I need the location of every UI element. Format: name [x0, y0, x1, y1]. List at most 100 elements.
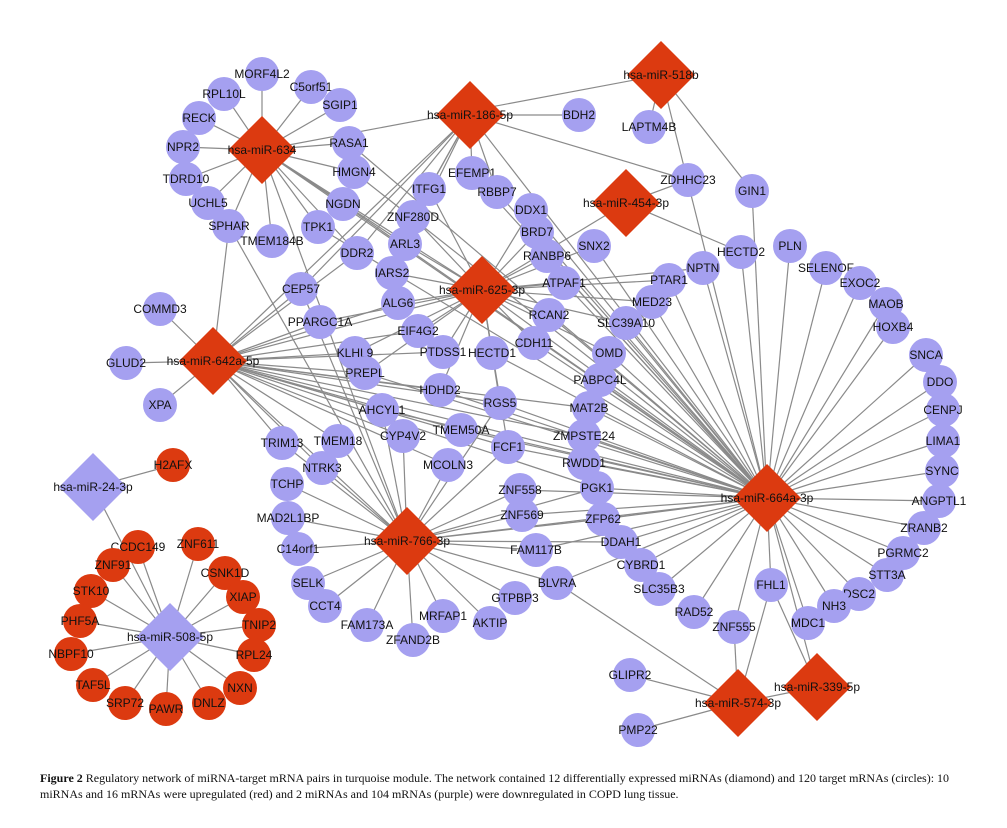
mrna-node-zmpste24[interactable]: ZMPSTE24: [553, 419, 615, 453]
mrna-node-hectd2[interactable]: HECTD2: [717, 235, 765, 269]
mrna-node-mat2b[interactable]: MAT2B: [569, 391, 609, 425]
mrna-node-znf611[interactable]: ZNF611: [177, 527, 220, 561]
mrna-node-omd[interactable]: OMD: [592, 336, 626, 370]
mrna-node-pabpc4l[interactable]: PABPC4L: [573, 363, 627, 397]
mrna-node-zfand2b[interactable]: ZFAND2B: [386, 623, 440, 657]
mrna-node-nbpf10[interactable]: NBPF10: [48, 637, 94, 671]
mrna-node-mad2l1bp[interactable]: MAD2L1BP: [257, 501, 320, 535]
mrna-node-ngdn[interactable]: NGDN: [325, 187, 361, 221]
mrna-node-lima1[interactable]: LIMA1: [926, 424, 961, 458]
mrna-node-cybrd1[interactable]: CYBRD1: [617, 548, 666, 582]
mrna-node-rbbp7[interactable]: RBBP7: [477, 175, 517, 209]
mrna-node-commd3[interactable]: COMMD3: [133, 292, 187, 326]
mrna-node-reck[interactable]: RECK: [182, 101, 216, 135]
mrna-node-glipr2[interactable]: GLIPR2: [609, 658, 652, 692]
mrna-node-npr2[interactable]: NPR2: [166, 130, 200, 164]
mrna-node-zfp62[interactable]: ZFP62: [585, 502, 621, 536]
mrna-node-ddo[interactable]: DDO: [923, 365, 957, 399]
mrna-node-alg6[interactable]: ALG6: [381, 286, 415, 320]
mrna-node-snca[interactable]: SNCA: [909, 338, 943, 372]
mrna-node-tdrd10[interactable]: TDRD10: [163, 162, 210, 196]
mrna-node-angptl1[interactable]: ANGPTL1: [912, 484, 967, 518]
mrna-node-znf280d[interactable]: ZNF280D: [387, 200, 439, 234]
mrna-node-mcoln3[interactable]: MCOLN3: [423, 448, 473, 482]
mrna-node-sync[interactable]: SYNC: [925, 454, 959, 488]
mrna-node-hdhd2[interactable]: HDHD2: [419, 373, 461, 407]
mrna-node-tmem50a[interactable]: TMEM50A: [433, 413, 490, 447]
mrna-node-ptdss1[interactable]: PTDSS1: [420, 335, 467, 369]
mrna-node-aktip[interactable]: AKTIP: [473, 606, 508, 640]
mrna-node-pawr[interactable]: PAWR: [149, 692, 184, 726]
mrna-node-cdh11[interactable]: CDH11: [515, 326, 554, 360]
mrna-node-exoc2[interactable]: EXOC2: [840, 266, 881, 300]
mrna-node-pln[interactable]: PLN: [773, 229, 807, 263]
mrna-node-csnk1d[interactable]: CSNK1D: [201, 556, 250, 590]
mirna-node-hsa-mir-625-3p[interactable]: hsa-miR-625-3p: [439, 256, 525, 324]
mrna-node-fam173a[interactable]: FAM173A: [341, 608, 394, 642]
mrna-node-tmem18[interactable]: TMEM18: [314, 424, 363, 458]
mirna-node-hsa-mir-454-3p[interactable]: hsa-miR-454-3p: [583, 169, 669, 237]
mrna-node-uchl5[interactable]: UCHL5: [188, 186, 228, 220]
mrna-node-ccdc149[interactable]: CCDC149: [111, 530, 166, 564]
mrna-node-gtpbp3[interactable]: GTPBP3: [491, 581, 539, 615]
mrna-node-h2afx[interactable]: H2AFX: [154, 448, 193, 482]
mrna-node-c5orf51[interactable]: C5orf51: [290, 70, 333, 104]
mrna-node-cyp4v2[interactable]: CYP4V2: [380, 419, 426, 453]
mrna-node-mrfap1[interactable]: MRFAP1: [419, 599, 467, 633]
mirna-node-hsa-mir-574-3p[interactable]: hsa-miR-574-3p: [695, 669, 781, 737]
mrna-node-stk10[interactable]: STK10: [73, 574, 110, 608]
mirna-node-hsa-mir-339-5p[interactable]: hsa-miR-339-5p: [774, 653, 860, 721]
mrna-node-srp72[interactable]: SRP72: [106, 686, 144, 720]
mrna-node-rasa1[interactable]: RASA1: [329, 126, 369, 160]
mrna-node-rgs5[interactable]: RGS5: [483, 386, 517, 420]
mrna-node-sgip1[interactable]: SGIP1: [322, 88, 358, 122]
mrna-node-ddah1[interactable]: DDAH1: [601, 525, 642, 559]
mirna-node-hsa-mir-766-3p[interactable]: hsa-miR-766-3p: [364, 507, 450, 575]
mrna-node-fcf1[interactable]: FCF1: [491, 430, 525, 464]
mrna-node-tnip2[interactable]: TNIP2: [242, 608, 276, 642]
mrna-node-selk[interactable]: SELK: [291, 566, 325, 600]
mrna-node-cenpj[interactable]: CENPJ: [923, 393, 963, 427]
mrna-node-mdc1[interactable]: MDC1: [791, 606, 825, 640]
mrna-node-rwdd1[interactable]: RWDD1: [562, 446, 606, 480]
mrna-node-itfg1[interactable]: ITFG1: [412, 172, 446, 206]
mrna-node-znf558[interactable]: ZNF558: [498, 473, 542, 507]
mrna-node-bdh2[interactable]: BDH2: [562, 98, 596, 132]
mrna-node-zranb2[interactable]: ZRANB2: [900, 511, 948, 545]
mrna-node-fhl1[interactable]: FHL1: [754, 568, 788, 602]
mirna-node-hsa-mir-508-5p[interactable]: hsa-miR-508-5p: [127, 603, 213, 671]
mrna-node-slc35b3[interactable]: SLC35B3: [633, 572, 685, 606]
mrna-node-ddr2[interactable]: DDR2: [340, 236, 374, 270]
mrna-node-gin1[interactable]: GIN1: [735, 174, 769, 208]
mrna-node-hectd1[interactable]: HECTD1: [468, 336, 516, 370]
mrna-node-ahcyl1[interactable]: AHCYL1: [359, 393, 406, 427]
mrna-node-nxn[interactable]: NXN: [223, 671, 257, 705]
mrna-node-phf5a[interactable]: PHF5A: [61, 604, 100, 638]
mrna-node-nh3[interactable]: NH3: [817, 589, 851, 623]
mrna-node-dnlz[interactable]: DNLZ: [192, 686, 226, 720]
mrna-node-rcan2[interactable]: RCAN2: [529, 298, 570, 332]
mrna-node-tchp[interactable]: TCHP: [270, 467, 304, 501]
mrna-node-pmp22[interactable]: PMP22: [618, 713, 658, 747]
mrna-node-snx2[interactable]: SNX2: [577, 229, 611, 263]
mrna-node-glud2[interactable]: GLUD2: [106, 346, 146, 380]
mrna-node-eif4g2[interactable]: EIF4G2: [397, 314, 439, 348]
mrna-node-znf569[interactable]: ZNF569: [500, 498, 544, 532]
mrna-node-trim13[interactable]: TRIM13: [261, 426, 304, 460]
mrna-node-stt3a[interactable]: STT3A: [868, 558, 906, 592]
mirna-node-hsa-mir-634[interactable]: hsa-miR-634: [228, 116, 297, 184]
mrna-node-cep57[interactable]: CEP57: [282, 272, 320, 306]
mrna-node-arl3[interactable]: ARL3: [388, 227, 422, 261]
mirna-node-hsa-mir-664a-3p[interactable]: hsa-miR-664a-3p: [721, 464, 814, 532]
mrna-node-znf91[interactable]: ZNF91: [95, 548, 132, 582]
mrna-node-hoxb4[interactable]: HOXB4: [873, 310, 914, 344]
mrna-node-ppargc1a[interactable]: PPARGC1A: [288, 305, 352, 339]
mrna-node-selenof[interactable]: SELENOF: [798, 251, 854, 285]
mrna-node-xpa[interactable]: XPA: [143, 388, 177, 422]
mrna-node-morf4l2[interactable]: MORF4L2: [234, 57, 290, 91]
mrna-node-iars2[interactable]: IARS2: [375, 256, 410, 290]
mrna-node-tmem184b[interactable]: TMEM184B: [240, 224, 304, 258]
mrna-node-ranbp6[interactable]: RANBP6: [523, 239, 571, 273]
mrna-node-znf555[interactable]: ZNF555: [712, 610, 756, 644]
mirna-node-hsa-mir-518b[interactable]: hsa-miR-518b: [623, 41, 699, 109]
